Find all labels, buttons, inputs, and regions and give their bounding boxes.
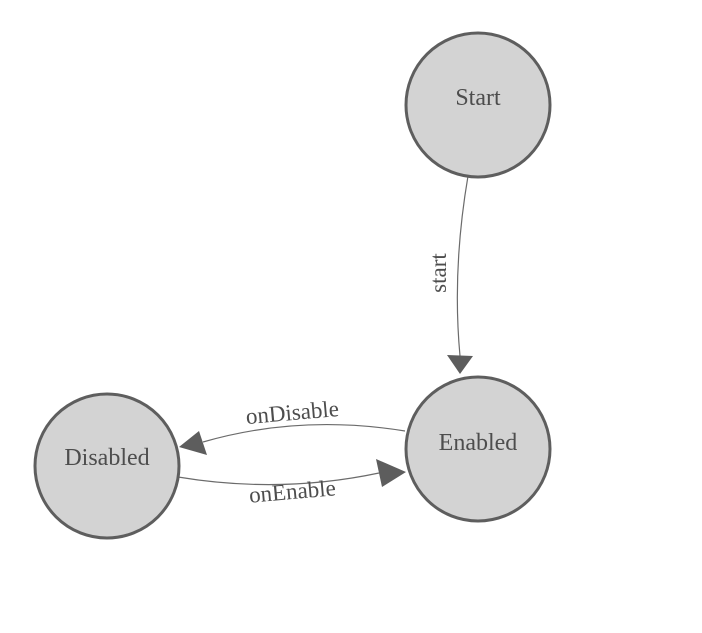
node-disabled-circle[interactable] — [33, 392, 181, 540]
edge-start-arrowhead — [447, 355, 473, 374]
edge-ondisable-line — [202, 424, 406, 443]
edge-start: start — [426, 175, 473, 374]
node-disabled: Disabled — [33, 392, 181, 540]
node-enabled-circle[interactable] — [404, 375, 552, 523]
node-disabled-label: Disabled — [64, 445, 149, 471]
edge-start-line — [456, 175, 469, 357]
edge-onenable-line — [177, 472, 380, 486]
node-enabled-label: Enabled — [439, 430, 518, 456]
edge-ondisable: onDisable — [179, 396, 406, 455]
node-enabled: Enabled — [404, 375, 552, 523]
edge-onenable: onEnable — [177, 459, 406, 508]
edge-start-label: start — [426, 253, 451, 293]
node-start: Start — [404, 31, 552, 179]
edge-ondisable-arrowhead — [179, 431, 207, 455]
edge-onenable-label: onEnable — [248, 475, 337, 507]
node-start-circle[interactable] — [404, 31, 552, 179]
edge-onenable-arrowhead — [376, 459, 406, 487]
node-start-label: Start — [455, 85, 501, 111]
